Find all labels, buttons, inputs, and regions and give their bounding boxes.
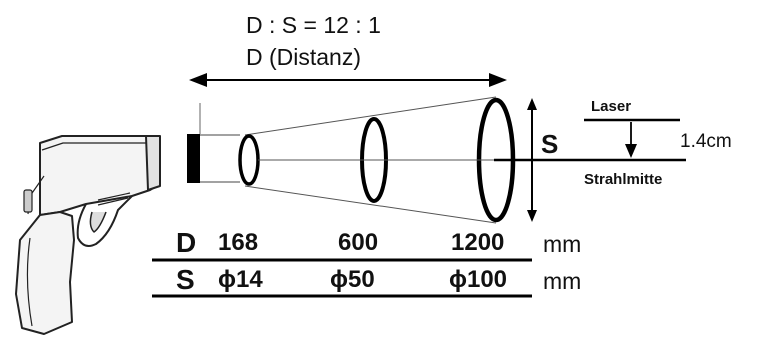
distance-label: D (Distanz) (246, 44, 362, 70)
lens-block (187, 134, 200, 183)
laser-offset-sketch (494, 118, 686, 162)
ratio-label: D : S = 12 : 1 (246, 12, 381, 38)
laser-offset-value: 1.4cm (680, 131, 732, 152)
spot-size-value: ϕ100 (449, 266, 508, 293)
table-s-label: S (176, 264, 195, 295)
distance-value: 600 (338, 229, 379, 256)
beam-center-label: Strahlmitte (584, 171, 663, 188)
spot-size-unit: mm (543, 268, 582, 294)
table-d-label: D (176, 227, 197, 258)
laser-label: Laser (591, 98, 632, 115)
distance-arrow (189, 73, 507, 87)
ir-thermometer-drawing (15, 135, 161, 335)
spot-size-value: ϕ14 (218, 266, 263, 293)
spot-size-value: ϕ50 (330, 266, 375, 293)
spot-size-label: S (541, 129, 559, 159)
distance-value: 168 (218, 229, 259, 256)
spot-ellipse-near (238, 134, 260, 186)
distance-unit: mm (543, 231, 582, 257)
distance-value: 1200 (451, 229, 505, 256)
